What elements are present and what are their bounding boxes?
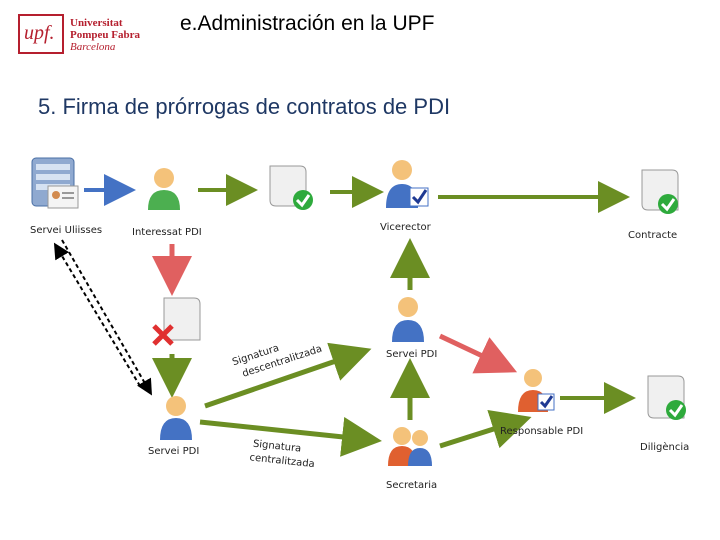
diligencia-document-check-icon: [647, 375, 686, 420]
label-signatura-centralitzada-2: centralitzada: [249, 452, 315, 470]
logo-line-3: Barcelona: [70, 41, 116, 53]
contract-document-check-icon: [641, 169, 679, 214]
label-contracte: Contracte: [628, 230, 677, 241]
label-interessat-pdi: Interessat PDI: [132, 227, 202, 238]
logo-line-1: Universitat: [70, 17, 123, 29]
document-check-icon: [269, 165, 313, 210]
label-servei-uliisses: Servei Uliisses: [30, 225, 102, 236]
label-servei-pdi-left: Servei PDI: [148, 446, 199, 457]
rejected-document-icon: [152, 297, 201, 346]
header-title: e.Administración en la UPF: [180, 12, 435, 35]
upf-logo: upf. Universitat Pompeu Fabra Barcelona: [18, 14, 158, 60]
person-responsable-icon: [518, 369, 555, 412]
person-servei-pdi-left-icon: [160, 396, 192, 440]
arrow-servei-pdi-to-responsable: [438, 333, 518, 374]
person-vicerector-icon: [386, 160, 429, 208]
person-servei-pdi-center-icon: [392, 297, 424, 342]
people-secretaria-icon: [388, 427, 432, 466]
logo-box: upf.: [18, 14, 64, 54]
slide-title: 5. Firma de prórrogas de contratos de PD…: [38, 94, 451, 119]
label-responsable-pdi: Responsable PDI: [500, 426, 583, 437]
label-diligencia: Diligència: [640, 441, 689, 453]
arrow-uliisses-servei-pdi-dashed: [61, 239, 153, 396]
label-servei-pdi-center: Servei PDI: [386, 349, 437, 360]
arrow-secretaria-to-responsable: [439, 410, 532, 449]
label-signatura-centralitzada-1: Signatura: [252, 439, 301, 455]
logo-mark: upf.: [24, 22, 55, 44]
arrow-signatura-centralitzada: [199, 416, 382, 457]
arrow-signatura-descentralitzada: [204, 342, 372, 409]
label-vicerector: Vicerector: [380, 222, 432, 233]
logo-line-2: Pompeu Fabra: [70, 29, 140, 41]
server-icon: [31, 157, 79, 209]
arrow-uliisses-servei-pdi-dashed-back: [53, 242, 141, 387]
label-secretaria: Secretaria: [386, 480, 437, 491]
person-green-icon: [148, 168, 180, 210]
